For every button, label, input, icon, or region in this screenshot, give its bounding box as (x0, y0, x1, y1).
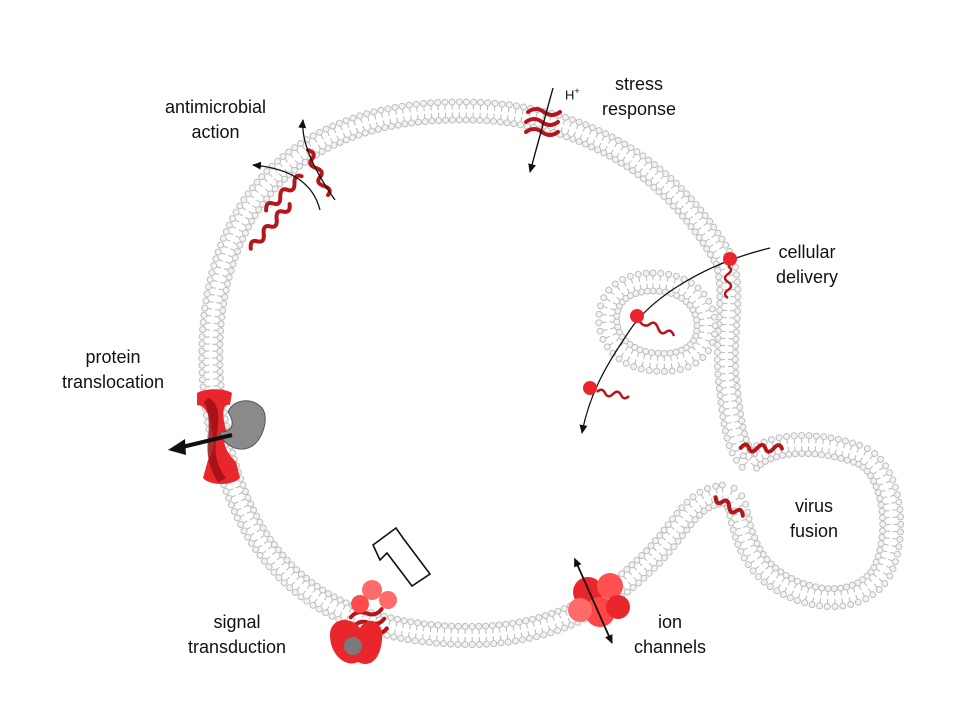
virus-fusion-peptides (713, 442, 784, 518)
proton-label: H+ (565, 86, 580, 103)
delivery-vesicle (595, 269, 719, 375)
stress-response-peptide (524, 87, 562, 173)
proton-flux-arrow (528, 87, 554, 173)
signal-arrow (371, 526, 432, 588)
delivery-cargo-head (583, 381, 597, 395)
signal-receptor (330, 526, 432, 664)
ligand (344, 637, 362, 655)
cell-membrane (198, 98, 737, 648)
translocation-channel (168, 389, 266, 484)
delivery-cargo-head (723, 252, 737, 266)
lipid-bilayers (198, 98, 905, 648)
cellular-delivery-system (579, 247, 771, 434)
ion-channel (568, 557, 630, 644)
membrane-right-wall (712, 256, 758, 471)
virus-fusion-membrane (718, 432, 905, 611)
ion-flux-arrow (574, 557, 613, 644)
antimicrobial-arrow-up (298, 119, 336, 201)
translocation-arrow (177, 433, 233, 450)
antimicrobial-arrow-left (252, 161, 321, 211)
delivery-cargo-head (630, 309, 644, 323)
antimicrobial-peptides (248, 119, 336, 251)
